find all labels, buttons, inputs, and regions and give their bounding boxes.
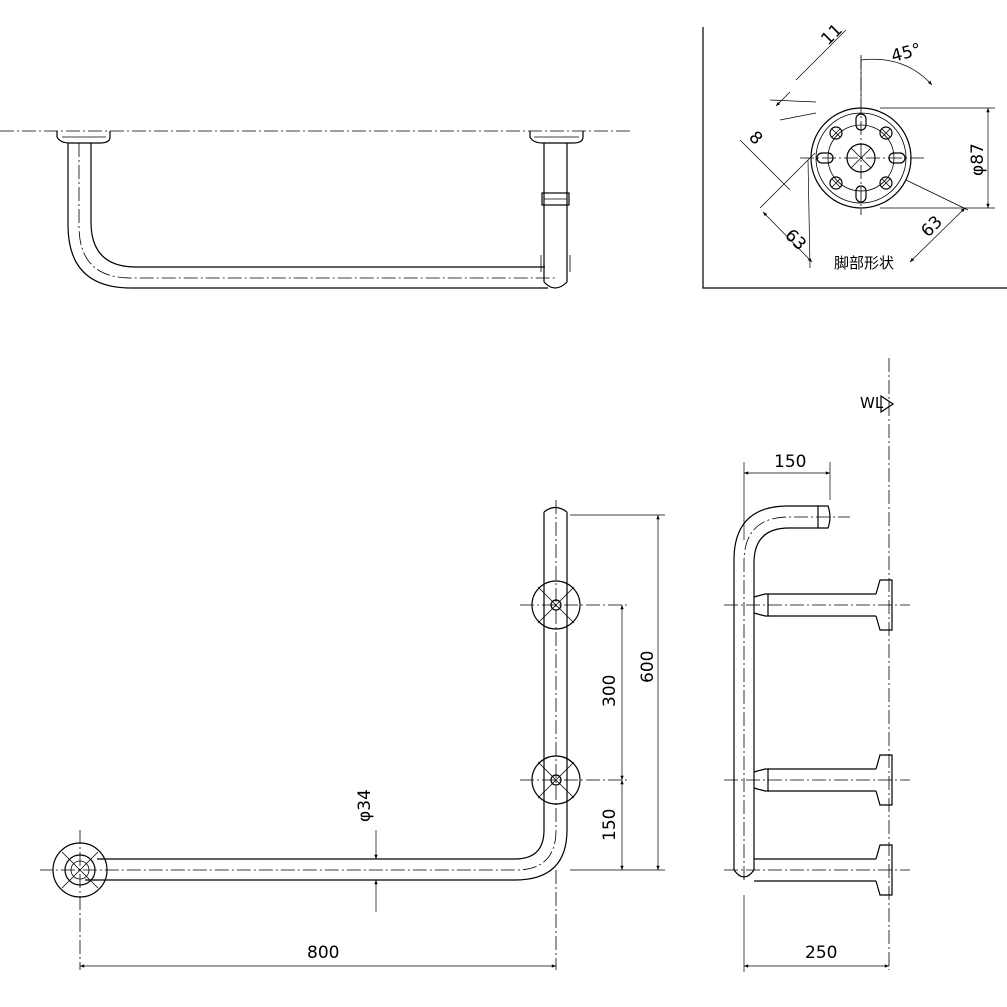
- dim-63-left: 63: [780, 225, 809, 254]
- dim-300: 300: [600, 675, 620, 707]
- upper-flange: [520, 580, 630, 630]
- side-view: WL: [724, 358, 910, 972]
- wall-arm-middle: [724, 754, 910, 806]
- wall-arm-lower: [724, 844, 910, 896]
- lower-flange: [520, 755, 630, 805]
- bar-inner: [90, 143, 545, 268]
- dim-63-right: 63: [917, 212, 946, 241]
- foot-shape-caption: 脚部形状: [834, 254, 894, 272]
- wl-label: WL: [860, 394, 884, 412]
- slot-bottom: [855, 185, 867, 203]
- right-flange: [529, 131, 584, 144]
- dim-250: 250: [805, 943, 837, 963]
- bar-outer: [67, 143, 548, 289]
- front-view: 600 300 150 φ34 800: [40, 500, 665, 970]
- dim-600: 600: [638, 651, 658, 683]
- dim-dia34: φ34: [355, 789, 375, 822]
- left-end-flange: [52, 830, 108, 970]
- dim-11: 11: [817, 20, 846, 49]
- side-bar-outer: [733, 505, 818, 870]
- wl-marker: [880, 394, 895, 414]
- dim-800: 800: [307, 943, 339, 963]
- detail-frame: [702, 27, 1007, 289]
- foot-detail: 11 8 63 63 φ87 45° 脚部形状: [702, 20, 1007, 289]
- dim-8: 8: [744, 127, 766, 149]
- joint-collar: [541, 192, 570, 206]
- dim-150-vertical: 150: [600, 809, 620, 841]
- dim-45deg: 45°: [889, 40, 923, 67]
- bar-top-edge: [97, 829, 545, 860]
- side-bar-inner: [753, 527, 818, 870]
- dim-150-horizontal: 150: [774, 452, 806, 472]
- wall-arm-upper: [724, 579, 910, 631]
- dim-dia87: φ87: [968, 143, 988, 176]
- left-flange: [56, 131, 111, 144]
- bar-bottom-edge: [85, 829, 568, 881]
- top-view: [0, 130, 630, 289]
- screw-holes: [829, 126, 893, 190]
- end-cap: [817, 505, 831, 529]
